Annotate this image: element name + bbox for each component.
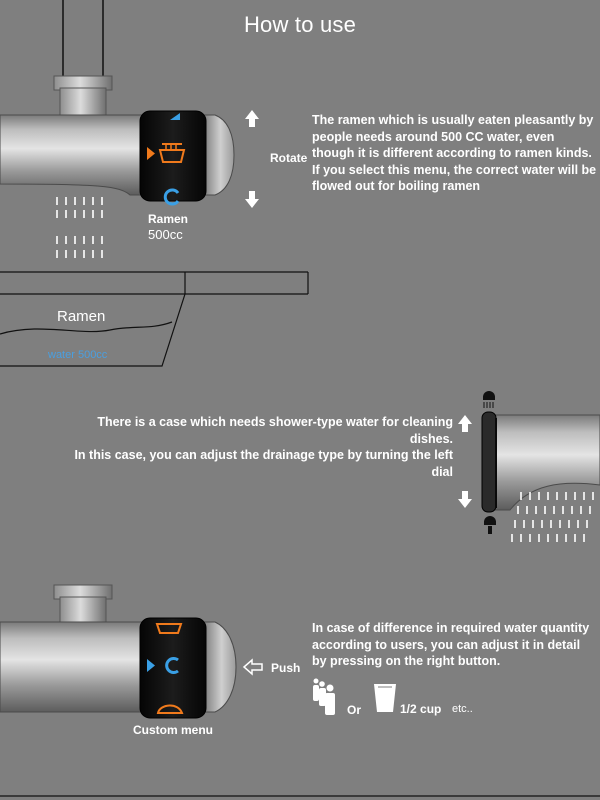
arrow-down-icon: [245, 191, 259, 208]
rotate-label: Rotate: [270, 151, 308, 165]
water-spray: [511, 492, 594, 542]
or-label: Or: [347, 703, 362, 717]
arrow-left-icon: [242, 658, 263, 676]
people-icon: [313, 678, 335, 715]
ramen-description: The ramen which is usually eaten pleasan…: [312, 113, 597, 193]
ramen-bowl-icon: [155, 623, 183, 634]
cup-icon: [170, 113, 180, 120]
arrow-right-icon: [147, 659, 155, 672]
half-cup-label: 1/2 cup: [400, 702, 442, 716]
etc-label: etc..: [452, 703, 473, 715]
arrow-down-icon: [458, 491, 472, 508]
faucet-custom: [0, 584, 237, 719]
menu-name-ramen: Ramen: [148, 212, 189, 226]
menu-amount: 500cc: [148, 227, 183, 242]
menu-name-custom: Custom menu: [133, 723, 214, 737]
arrow-up-icon: [245, 110, 259, 127]
shower-description: There is a case which needs shower-type …: [74, 415, 453, 479]
water-line: [0, 321, 173, 335]
faucet-shower: [481, 411, 600, 513]
pan-icon: [156, 704, 184, 714]
custom-description: In case of difference in required water …: [312, 621, 590, 668]
page-title: How to use: [243, 12, 357, 37]
shower-head-icon: [483, 391, 495, 408]
water-label: water 500cc: [48, 349, 108, 361]
ramen-bowl-icon: [158, 143, 186, 163]
pot-outline: [0, 293, 186, 367]
cup-icon: [374, 684, 396, 712]
single-stream-icon: [484, 516, 496, 534]
water-stream: [56, 197, 103, 258]
pot-label: Ramen: [57, 308, 106, 325]
reset-icon: [163, 188, 180, 206]
menu-dial[interactable]: [139, 617, 207, 719]
dial-icons-ramen: [147, 113, 186, 206]
arrow-right-icon: [147, 147, 155, 160]
menu-dial[interactable]: [139, 110, 207, 202]
arrow-up-icon: [458, 415, 472, 432]
dial-icons-custom: [147, 623, 184, 714]
push-label: Push: [271, 661, 301, 675]
reset-icon: [165, 657, 179, 674]
faucet-ramen: [0, 75, 235, 202]
